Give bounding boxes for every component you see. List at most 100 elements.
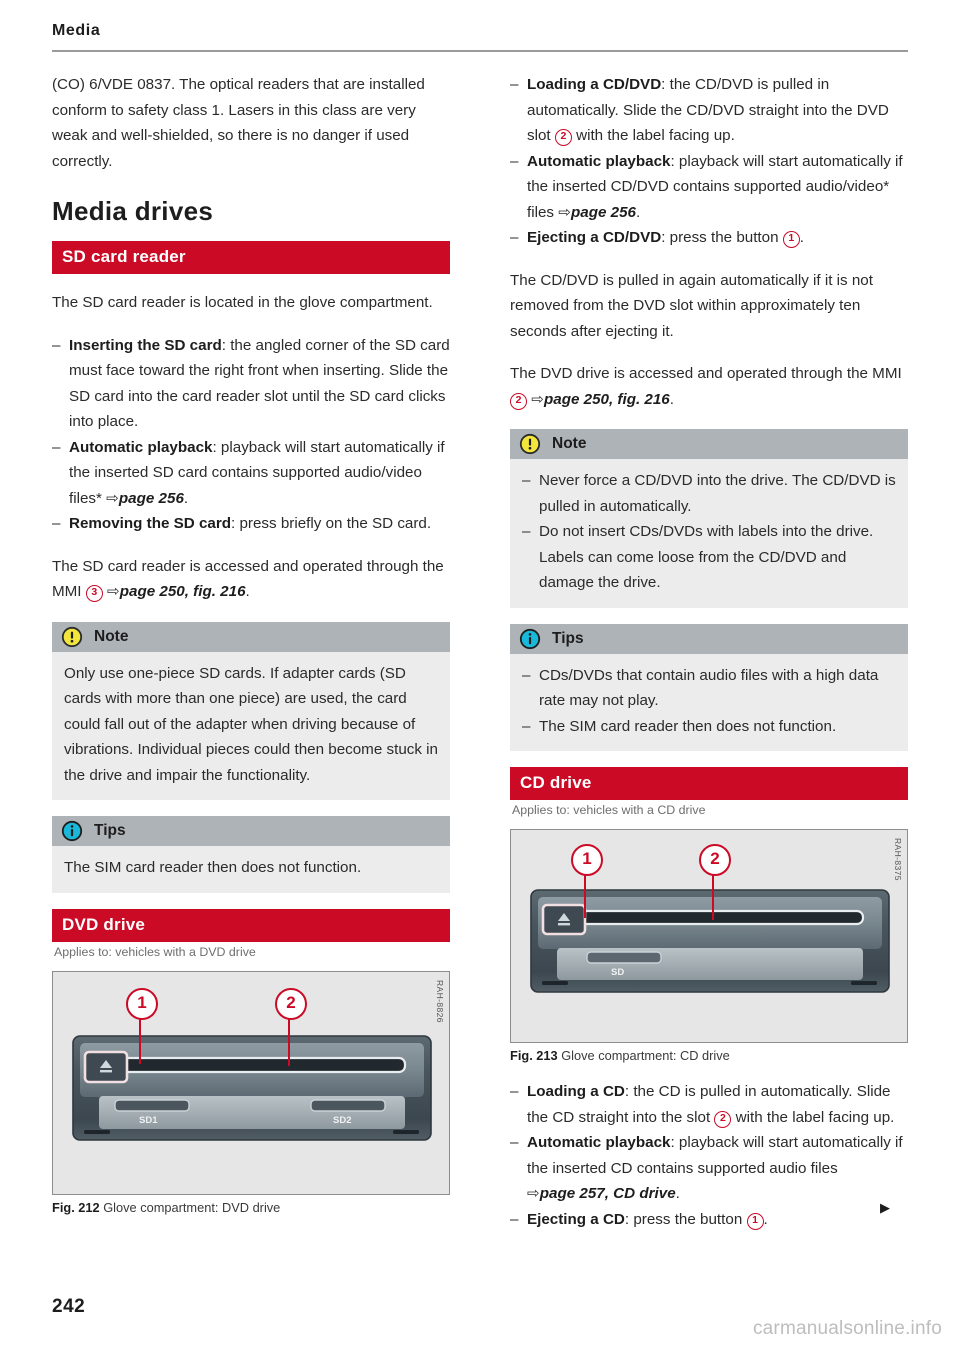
note-box: Note –Never force a CD/DVD into the driv… — [510, 429, 908, 608]
cross-reference[interactable]: page 250, fig. 216 — [119, 583, 246, 600]
list-item: –Ejecting a CD/DVD: press the button 1. — [510, 225, 908, 251]
continuation-arrow-icon: ▶ — [880, 1200, 890, 1215]
bullet-text: : press the button — [624, 1210, 743, 1228]
dvd-pulled-in-paragraph: The CD/DVD is pulled in again automatica… — [510, 271, 873, 340]
bullet-label: Loading a CD — [527, 1083, 625, 1100]
bullet-text: : the angled corner of the SD card must … — [69, 336, 450, 431]
info-icon — [519, 628, 541, 650]
bullet-text-b: . — [799, 229, 805, 246]
figure-213-caption: Fig. 213 Glove compartment: CD drive — [510, 1043, 908, 1063]
dash-marker: – — [510, 1134, 519, 1151]
bullet-label: Inserting the SD card — [69, 336, 222, 354]
callout-number: 2 — [554, 129, 572, 146]
list-item: –Automatic playback: playback will start… — [510, 1130, 908, 1207]
exclamation-icon — [519, 433, 541, 455]
tips-box-title: Tips — [94, 822, 126, 839]
bullet-text: : press the button — [661, 229, 779, 246]
list-item: –The SIM card reader then does not funct… — [522, 714, 896, 740]
cd-drive-illustration: SD — [530, 889, 890, 993]
page-number: 242 — [52, 1296, 86, 1317]
list-item: –Never force a CD/DVD into the drive. Th… — [522, 468, 896, 519]
callout-number: 3 — [85, 585, 103, 602]
callout-1: 1 — [571, 844, 603, 876]
figure-213-caption-text: Glove compartment: CD drive — [561, 1048, 730, 1063]
running-head: Media — [52, 22, 101, 39]
bullet-label: Removing the SD card — [69, 515, 232, 532]
bullet-text: : the CD/DVD is pulled in automatically.… — [527, 76, 889, 144]
bullet-text-b: . — [636, 203, 641, 221]
bullet-label: Ejecting a CD — [527, 1210, 625, 1228]
heading-dvd-drive: DVD drive — [52, 908, 450, 942]
page-title: Media drives — [52, 196, 214, 226]
bullet-text: : playback will start automatically if t… — [527, 152, 903, 221]
sd-access-paragraph: The SD card reader is accessed and opera… — [52, 554, 450, 605]
tips-box-list: –CDs/DVDs that contain audio files with … — [522, 663, 896, 740]
dash-marker: – — [510, 76, 519, 93]
bullet-label: Loading a CD/DVD — [527, 76, 662, 93]
slot-label-sd: SD — [611, 967, 624, 978]
list-item: –Loading a CD: the CD is pulled in autom… — [510, 1079, 908, 1130]
bullet-label: Automatic playback — [527, 1134, 671, 1151]
list-item: –Ejecting a CD: press the button 1. — [510, 1207, 908, 1233]
list-item: –Do not insert CDs/DVDs with labels into… — [522, 519, 896, 596]
bullet-text: : press briefly on the SD card. — [231, 515, 432, 532]
note-item-text: Do not insert CDs/DVDs with labels into … — [539, 523, 874, 591]
dash-marker: – — [52, 438, 61, 456]
dash-marker: – — [52, 515, 61, 532]
dvd-access-text: The DVD drive is accessed and operated t… — [510, 365, 902, 382]
callout-2-leader — [712, 872, 715, 920]
cross-reference[interactable]: page 257, CD drive — [539, 1185, 676, 1202]
note-box-title: Note — [94, 627, 129, 645]
tips-box-header: Tips — [510, 623, 908, 654]
dash-marker: – — [52, 336, 61, 354]
dash-marker: – — [510, 152, 519, 170]
note-box-title: Note — [552, 435, 587, 452]
tips-box: Tips –CDs/DVDs that contain audio files … — [510, 623, 908, 751]
figure-213-code: RAH-8375 — [892, 836, 904, 883]
callout-number: 1 — [782, 231, 800, 248]
sd-bullet-list: –Inserting the SD card: the angled corne… — [52, 333, 450, 537]
cd-bullet-list: –Loading a CD: the CD is pulled in autom… — [510, 1079, 908, 1232]
bullet-label: Automatic playback — [527, 152, 671, 170]
callout-1-leader — [584, 872, 587, 918]
right-column: –Loading a CD/DVD: the CD/DVD is pulled … — [510, 72, 908, 1249]
figure-212-caption-label: Fig. 212 — [52, 1199, 100, 1215]
bullet-tail: . — [183, 489, 189, 507]
dvd-drive-illustration: SD1 SD2 — [72, 1034, 432, 1141]
arrow-icon: ⇨ — [531, 390, 544, 408]
dash-marker: – — [510, 1210, 519, 1228]
note-box-header: Note — [52, 621, 450, 652]
note-item-text: Never force a CD/DVD into the drive. The… — [539, 472, 896, 515]
list-item: –Automatic playback: playback will start… — [510, 149, 908, 226]
dvd-applies-to: Applies to: vehicles with a DVD drive — [54, 944, 256, 959]
dash-marker: – — [522, 666, 531, 684]
tips-box-header: Tips — [52, 816, 450, 846]
bullet-label: Automatic playback — [69, 438, 213, 456]
cross-reference[interactable]: page 250, fig. 216 — [543, 390, 670, 408]
tips-box-body: The SIM card reader then does not functi… — [52, 846, 450, 893]
exclamation-icon — [61, 626, 83, 648]
callout-number: 2 — [510, 392, 527, 410]
bullet-text-b: . — [763, 1210, 768, 1228]
tips-item-text: The SIM card reader then does not functi… — [539, 717, 837, 735]
arrow-icon: ⇨ — [558, 203, 571, 221]
slot-label-sd2: SD2 — [333, 1115, 351, 1126]
figure-213-caption-label: Fig. 213 — [510, 1048, 558, 1063]
cross-reference[interactable]: page 256 — [118, 489, 184, 507]
dvd-bullet-list: –Loading a CD/DVD: the CD/DVD is pulled … — [510, 72, 908, 251]
figure-212-caption: Fig. 212 Glove compartment: DVD drive — [52, 1195, 450, 1215]
tips-box-text: The SIM card reader then does not functi… — [64, 859, 362, 876]
figure-213: RAH-8375 1 2 SD — [510, 829, 908, 1063]
dash-marker: – — [510, 1083, 519, 1100]
note-box-body: Only use one-piece SD cards. If adapter … — [52, 651, 450, 800]
cross-reference[interactable]: page 256 — [570, 203, 636, 221]
tips-box-body: –CDs/DVDs that contain audio files with … — [510, 653, 908, 751]
intro-paragraph: (CO) 6/VDE 0837. The optical readers tha… — [52, 76, 425, 170]
callout-2: 2 — [699, 844, 731, 876]
access-tail: . — [245, 583, 250, 600]
left-column: (CO) 6/VDE 0837. The optical readers tha… — [52, 72, 450, 1219]
bullet-text-b: with the label facing up. — [576, 127, 735, 144]
heading-sd-card-reader: SD card reader — [52, 241, 450, 274]
arrow-icon: ⇨ — [527, 1185, 540, 1202]
sd-access-text: The SD card reader is accessed and opera… — [52, 557, 444, 601]
